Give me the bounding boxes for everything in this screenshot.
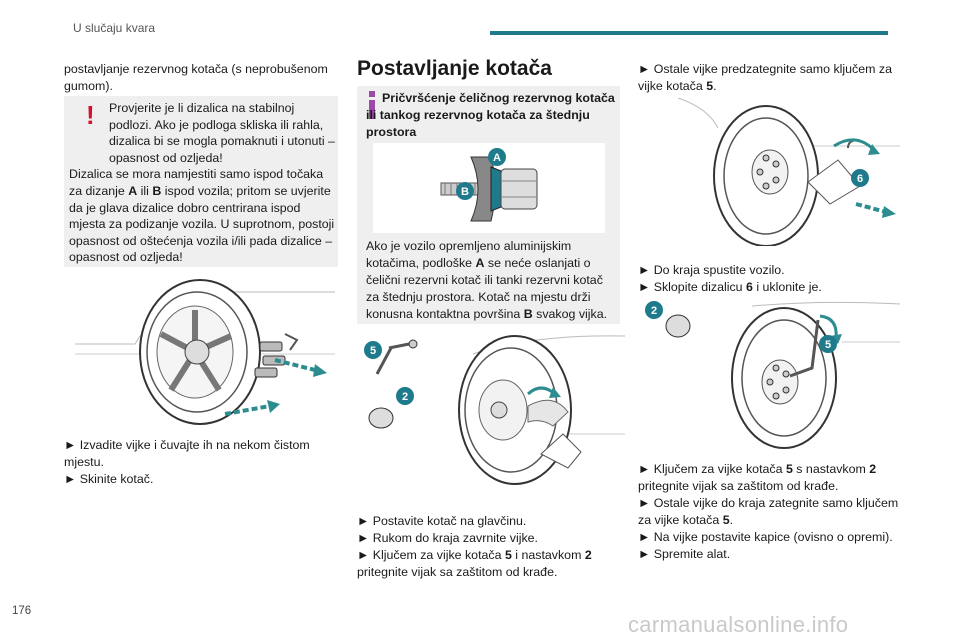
mid-step-1: ► Postavite kotač na glavčinu. xyxy=(357,514,527,528)
intro-text: postavljanje rezervnog kotača (s neprobu… xyxy=(64,62,328,93)
right-step-4-post: pritegnite vijak sa zaštitom od krađe. xyxy=(638,479,839,493)
chapter-header: U slučaju kvara xyxy=(73,21,156,35)
info-body: Ako je vozilo opremljeno aluminijskim ko… xyxy=(366,238,616,323)
info-box: Pričvršćenje čeličnog rezervnog kotača i… xyxy=(357,86,620,324)
warning-box: ! Provjerite je li dizalica na stabilnoj… xyxy=(64,96,338,267)
right-steps-mid: ► Do kraja spustite vozilo. ► Sklopite d… xyxy=(638,262,900,296)
info-b: B xyxy=(523,307,533,321)
remove-wheel-illustration xyxy=(75,279,335,425)
right-label-6: 6 xyxy=(857,173,863,185)
right-step-1: ► Ostale vijke predzategnite samo ključe… xyxy=(638,61,900,95)
right-steps-bottom: ► Ključem za vijke kotača 5 s nastavkom … xyxy=(638,461,900,563)
right-step-1-5: 5 xyxy=(706,79,714,93)
left-step-2: ► Skinite kotač. xyxy=(64,472,154,486)
page-number: 176 xyxy=(12,605,32,617)
middle-steps: ► Postavite kotač na glavčinu. ► Rukom d… xyxy=(357,513,622,581)
info-title-text: Pričvršćenje čeličnog rezervnog kotača i… xyxy=(366,91,615,139)
mid-label-5: 5 xyxy=(370,345,376,357)
right-step-4-mid: s nastavkom xyxy=(792,462,870,476)
warning-line2-post: ispod vozila; pritom se uvjerite da je g… xyxy=(69,183,335,265)
tighten-jack-illustration: 6 xyxy=(677,98,900,246)
right-step-3: ► Sklopite dizalicu 6 i uklonite je. xyxy=(638,279,900,296)
mid-step-3-pre: ► Ključem za vijke kotača xyxy=(357,548,505,562)
mid-step-3-post: pritegnite vijak sa zaštitom od krađe. xyxy=(357,565,558,579)
mid-step-3: ► Ključem za vijke kotača 5 i nastavkom … xyxy=(357,547,622,581)
info-text-1: Ako je vozilo opremljeno aluminijskim ko… xyxy=(366,239,572,270)
right-label-2: 2 xyxy=(651,305,657,317)
right-step-6: ► Na vijke postavite kapice (ovisno o op… xyxy=(638,530,893,544)
mid-step-3-mid: i nastavkom xyxy=(511,548,585,562)
right-step-1-post: . xyxy=(713,79,717,93)
right-step-4-2: 2 xyxy=(869,462,877,476)
info-icon xyxy=(369,91,375,119)
header-accent-bar xyxy=(490,31,888,35)
mid-step-2: ► Rukom do kraja zavrnite vijke. xyxy=(357,531,538,545)
info-text-3: svakog vijka. xyxy=(532,307,608,321)
warning-line1: Provjerite je li dizalica na stabilnoj p… xyxy=(109,101,335,165)
lock-bolt-illustration: 5 2 xyxy=(645,301,900,449)
left-steps: ► Izvadite vijke i čuvajte ih na nekom č… xyxy=(64,437,340,488)
right-step-1-block: ► Ostale vijke predzategnite samo ključe… xyxy=(638,61,900,95)
right-label-5: 5 xyxy=(825,339,831,351)
warning-point-b: B xyxy=(152,183,162,198)
right-step-3-post: i uklonite je. xyxy=(752,280,822,294)
right-step-5: ► Ostale vijke do kraja zategnite samo k… xyxy=(638,495,900,529)
fit-wheel-illustration: 5 2 xyxy=(364,335,625,485)
info-text-2: se neće oslanjati o čelični rezervni kot… xyxy=(366,256,603,321)
right-step-3-6: 6 xyxy=(746,280,753,294)
right-step-4-5: 5 xyxy=(785,462,793,476)
mid-label-2: 2 xyxy=(402,391,408,403)
right-step-4: ► Ključem za vijke kotača 5 s nastavkom … xyxy=(638,461,900,495)
right-step-3-pre: ► Sklopite dizalicu xyxy=(638,280,746,294)
warning-line2-pre: Dizalica se mora namjestiti samo ispod t… xyxy=(69,167,324,198)
right-step-5-5: 5 xyxy=(722,513,730,527)
right-step-1-pre: ► Ostale vijke predzategnite samo ključe… xyxy=(638,62,892,93)
warning-point-a: A xyxy=(128,183,138,198)
mid-step-3-2: 2 xyxy=(584,548,592,562)
mid-step-3-5: 5 xyxy=(504,548,512,562)
right-step-4-pre: ► Ključem za vijke kotača xyxy=(638,462,786,476)
warning-text: Provjerite je li dizalica na stabilnoj p… xyxy=(69,100,337,266)
right-step-7: ► Spremite alat. xyxy=(638,547,731,561)
bolt-washer-diagram: A B xyxy=(373,143,605,233)
left-step-1: ► Izvadite vijke i čuvajte ih na nekom č… xyxy=(64,438,310,469)
label-a: A xyxy=(493,152,501,164)
warning-line2-mid: ili xyxy=(137,183,153,198)
info-a: A xyxy=(475,256,485,270)
info-title: Pričvršćenje čeličnog rezervnog kotača i… xyxy=(366,90,616,141)
warning-exclamation-icon: ! xyxy=(86,100,95,130)
label-b: B xyxy=(461,186,469,198)
left-intro: postavljanje rezervnog kotača (s neprobu… xyxy=(64,61,340,95)
right-step-5-pre: ► Ostale vijke do kraja zategnite samo k… xyxy=(638,496,899,527)
watermark: carmanualsonline.info xyxy=(628,612,849,637)
right-step-2: ► Do kraja spustite vozilo. xyxy=(638,263,785,277)
section-title: Postavljanje kotača xyxy=(357,57,552,80)
right-step-5-post: . xyxy=(729,513,734,527)
